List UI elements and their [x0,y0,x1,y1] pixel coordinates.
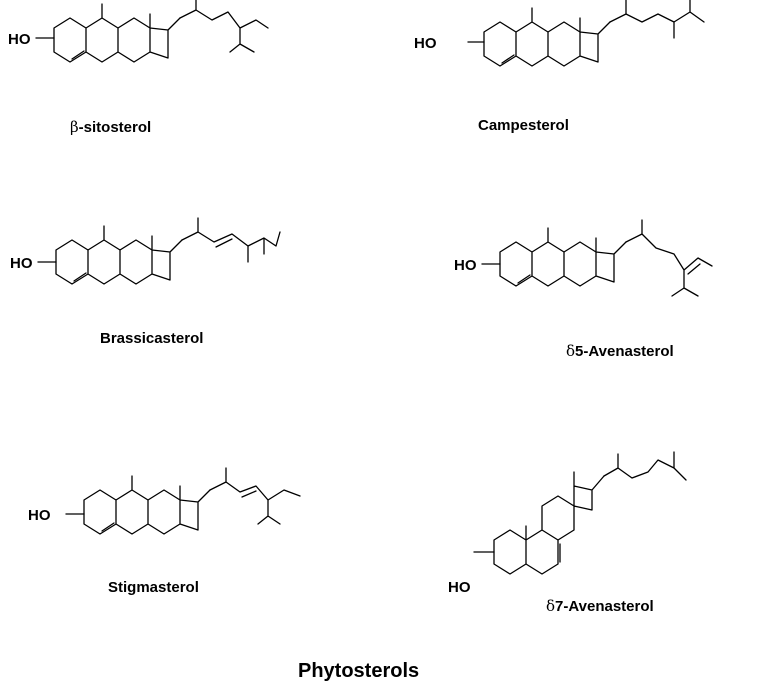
structure-delta5-avenasterol: HO [454,219,713,297]
steroid-core [493,471,605,575]
hydroxyl-label: HO [10,255,33,272]
steroid-core [499,227,627,287]
side-chain-double-bond [241,490,257,498]
side-chain [625,219,713,297]
steroid-core [83,475,211,535]
steroid-core [55,225,183,285]
figure-title: Phytosterols [298,660,419,682]
structure-brassicasterol: HO [10,217,281,285]
structure-campesterol: HO [414,0,705,67]
structure-beta-sitosterol: HO [8,0,269,63]
side-chain [609,0,705,39]
name-campesterol: Campesterol [478,117,569,134]
double-bond [501,54,515,64]
name-beta-sitosterol: β-sitosterol [70,118,151,136]
double-bond [71,50,85,60]
structure-stigmasterol: HO [28,467,301,535]
name-brassicasterol: Brassicasterol [100,330,203,347]
double-bond [517,274,531,284]
hydroxyl-label: HO [448,579,471,596]
name-stigmasterol: Stigmasterol [108,579,199,596]
steroid-core [483,7,611,67]
hydroxyl-label: HO [8,31,31,48]
steroid-core [53,3,181,63]
side-chain [181,217,281,263]
double-bond [101,522,115,532]
name-delta7-avenasterol: δ7-Avenasterol [546,597,654,615]
side-chain [209,467,301,525]
side-chain [603,451,687,481]
hydroxyl-label: HO [414,35,437,52]
name-delta5-avenasterol: δ5-Avenasterol [566,342,674,360]
side-chain [179,0,269,53]
hydroxyl-label: HO [28,507,51,524]
hydroxyl-label: HO [454,257,477,274]
double-bond [73,272,87,282]
side-chain-double-bond [215,238,233,248]
structure-delta7-avenasterol: HO [448,451,687,596]
side-chain-double-bond [687,263,701,275]
